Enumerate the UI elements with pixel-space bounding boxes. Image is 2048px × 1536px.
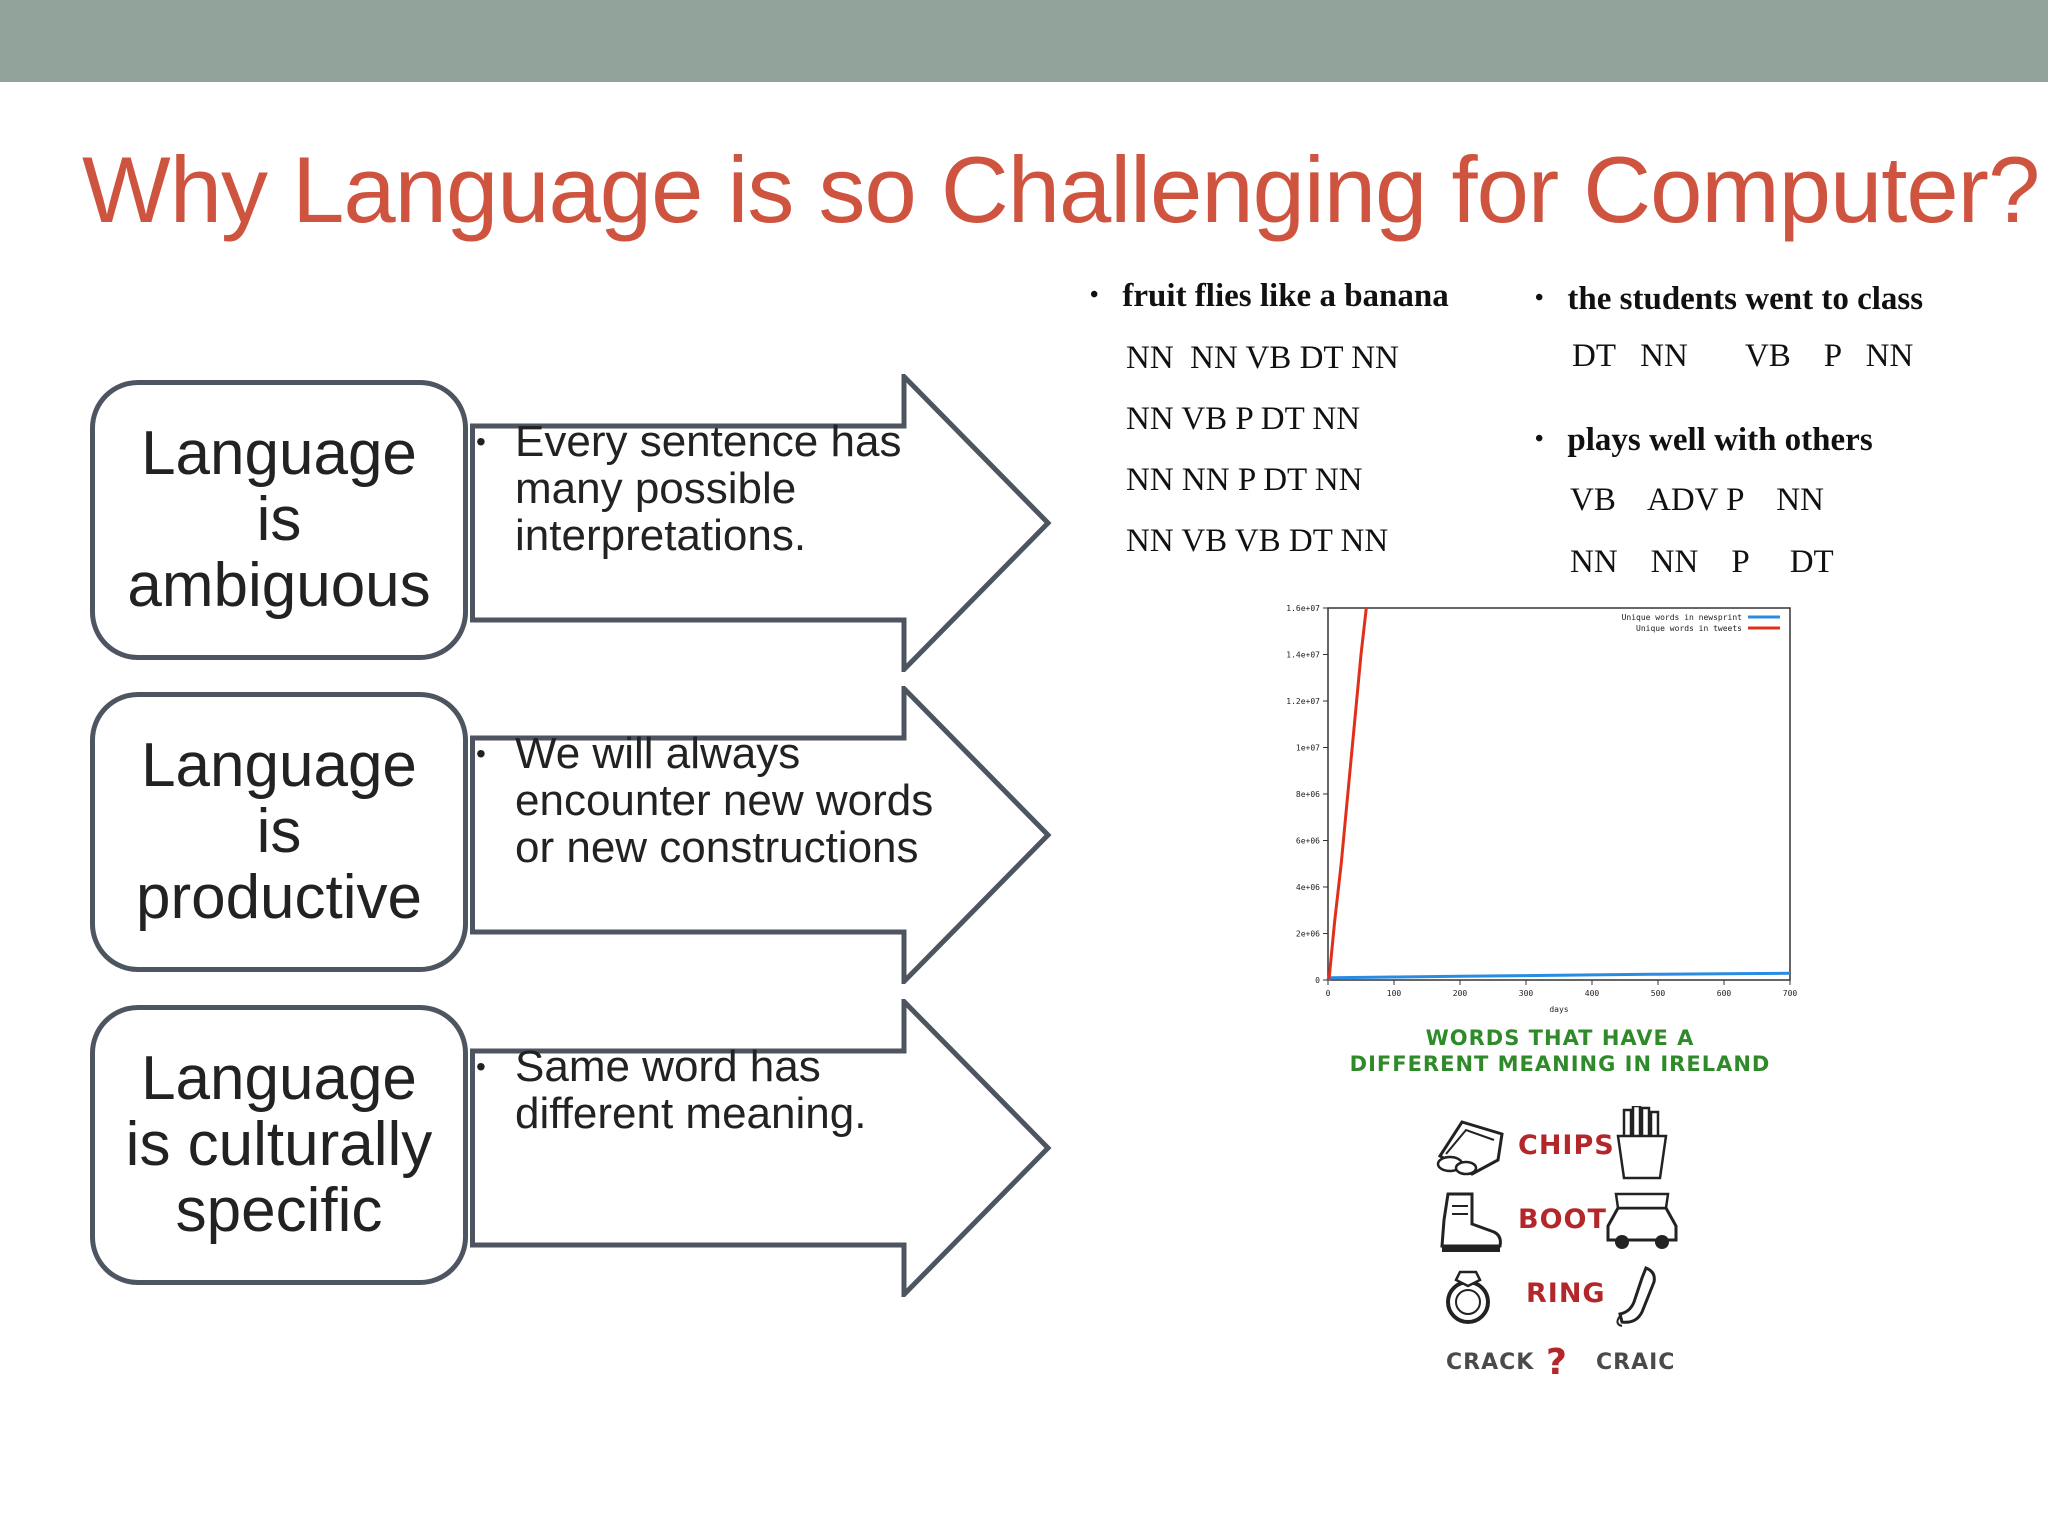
ireland-heading-line2: DIFFERENT MEANING IN IRELAND [1349,1052,1771,1076]
pos-tag-line: DT NN VB P NN [1572,338,1914,374]
pos-tag-line: NN VB VB DT NN [1126,523,1389,559]
pos-sentence-text: the students went to class [1567,281,1924,317]
x-tick-label: 0 [1326,989,1331,998]
pos-tag-line: NN NN P DT NN [1126,462,1363,498]
bullet-ambiguous: • Every sentence has many possible inter… [476,418,946,559]
bullet-dot: • [1535,426,1544,452]
x-tick-label: 500 [1651,989,1666,998]
bullet-dot: • [476,1051,486,1082]
concept-box-cultural: Language is culturally specific [90,1005,468,1285]
fries-icon [1616,1106,1668,1180]
ireland-heading-line1: WORDS THAT HAVE A [1425,1026,1695,1050]
word-boot: BOOT [1518,1204,1607,1235]
pos-tag-line: VB ADV P NN [1570,482,1824,518]
arrow-shape-productive [470,686,1052,984]
pos-sentence: • the students went to class [1535,281,1923,318]
pos-tag-line: NN NN VB DT NN [1126,340,1399,376]
top-bar [0,0,2048,82]
concept-box-label: Language is productive [135,731,423,932]
y-tick-label: 2e+06 [1296,930,1320,939]
pos-tag-line: NN VB P DT NN [1126,401,1361,437]
x-tick-label: 300 [1519,989,1534,998]
bullet-dot: • [476,738,486,769]
car-trunk-icon [1606,1192,1678,1249]
x-tick-label: 600 [1717,989,1732,998]
concept-box-label: Language is culturally specific [125,1044,433,1245]
crisps-bag-icon [1436,1120,1504,1176]
y-tick-label: 1.6e+07 [1286,604,1320,613]
bullet-label: Same word has different meaning. [515,1042,867,1138]
chart-plot-frame [1327,607,1791,981]
pos-sentence: • plays well with others [1535,422,1873,459]
pos-sentence: • fruit flies like a banana [1090,278,1449,315]
unique-words-chart: 0 2e+06 4e+06 6e+06 8e+06 1e+07 1.2e+07 1.4e+07… [1286,604,1797,1014]
boot-icon [1440,1192,1502,1252]
series-line-newsprint [1327,971,1791,982]
y-tick-label: 1.2e+07 [1286,697,1320,706]
word-crack: CRACK [1446,1350,1535,1375]
telephone-icon [1616,1266,1656,1327]
concept-box-label: Language is ambiguous [127,419,431,620]
pos-sentence-text: plays well with others [1567,422,1873,458]
y-tick-label: 4e+06 [1296,883,1320,892]
pos-tag-line: NN NN P DT [1570,544,1834,580]
bullet-cultural: • Same word has different meaning. [476,1043,946,1137]
x-tick-label: 700 [1783,989,1798,998]
x-axis-label: days [1549,1005,1568,1014]
x-tick-label: 100 [1387,989,1402,998]
pos-sentence-text: fruit flies like a banana [1122,278,1449,314]
legend-label: Unique words in newsprint [1622,613,1743,622]
concept-box-ambiguous: Language is ambiguous [90,380,468,660]
arrow-shape-ambiguous [470,374,1052,672]
bullet-label: We will always encounter new words or ne… [515,729,934,872]
y-tick-label: 0 [1315,976,1320,985]
bullet-dot: • [476,426,486,457]
question-mark: ? [1546,1342,1568,1383]
chart-marks: 0 2e+06 4e+06 6e+06 8e+06 1e+07 1.2e+07 1.4e+07… [1286,604,1797,1014]
y-tick-label: 6e+06 [1296,837,1320,846]
concept-box-productive: Language is productive [90,692,468,972]
bullet-productive: • We will always encounter new words or … [476,730,946,871]
bullet-dot: • [1535,285,1544,311]
word-chips: CHIPS [1518,1130,1615,1161]
word-ring: RING [1526,1278,1606,1309]
series-line-tweets [1326,607,1368,981]
y-tick-label: 1.4e+07 [1286,651,1320,660]
x-tick-label: 400 [1585,989,1600,998]
legend-label: Unique words in tweets [1636,624,1742,633]
arrow-shape-cultural [470,999,1052,1297]
x-tick-label: 200 [1453,989,1468,998]
y-tick-label: 8e+06 [1296,790,1320,799]
bullet-dot: • [1090,282,1099,308]
slide-title: Why Language is so Challenging for Compu… [82,137,2040,242]
bullet-label: Every sentence has many possible interpr… [515,417,902,560]
ring-icon [1446,1270,1490,1324]
y-tick-label: 1e+07 [1296,744,1320,753]
word-craic: CRAIC [1596,1350,1676,1375]
